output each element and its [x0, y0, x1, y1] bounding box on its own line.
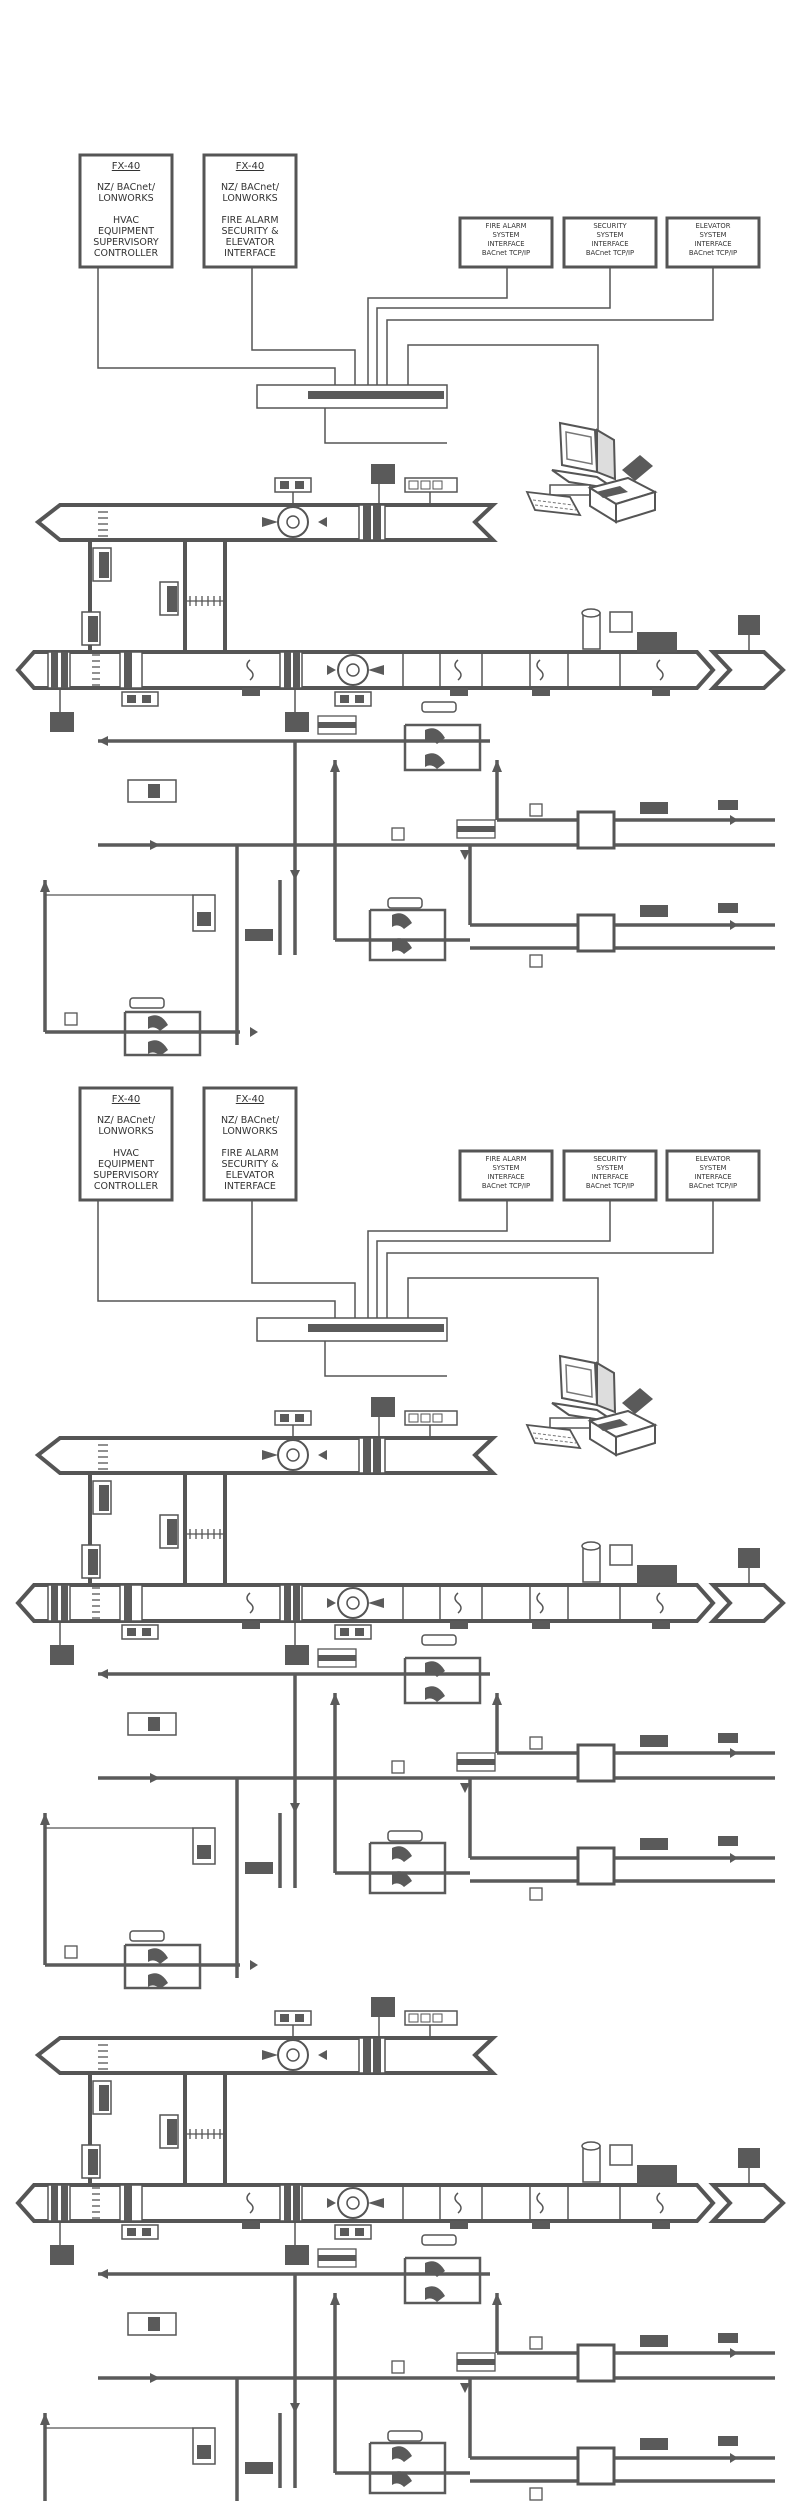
svg-text:BACnet TCP/IP: BACnet TCP/IP: [689, 1182, 737, 1190]
svg-text:INTERFACE: INTERFACE: [224, 1181, 276, 1192]
controller-model: FX-40: [112, 161, 140, 172]
svg-text:NZ/ BACnet/: NZ/ BACnet/: [221, 182, 280, 193]
svg-text:SECURITY &: SECURITY &: [221, 1159, 279, 1170]
fire-alarm-interface-top: FIRE ALARM SYSTEM INTERFACE BACnet TCP/I…: [458, 216, 554, 269]
ahu-block-2: [18, 1397, 783, 1665]
svg-text:LONWORKS: LONWORKS: [98, 193, 153, 204]
svg-text:NZ/ BACnet/: NZ/ BACnet/: [221, 1115, 280, 1126]
controller-model: FX-40: [236, 161, 264, 172]
svg-text:SECURITY &: SECURITY &: [221, 226, 279, 237]
svg-text:FIRE ALARM: FIRE ALARM: [486, 222, 527, 230]
svg-text:EQUIPMENT: EQUIPMENT: [98, 226, 154, 237]
svg-text:INTERFACE: INTERFACE: [487, 240, 524, 248]
svg-text:INTERFACE: INTERFACE: [487, 1173, 524, 1181]
controller-model: FX-40: [112, 1094, 140, 1105]
svg-text:ELEVATOR: ELEVATOR: [226, 1170, 275, 1181]
controller-box-interface-top: FX-40 NZ/ BACnet/ LONWORKS FIRE ALARM SE…: [202, 153, 298, 269]
fire-alarm-interface-middle: FIRE ALARM SYSTEM INTERFACE BACnet TCP/I…: [458, 1149, 554, 1202]
elevator-interface-middle: ELEVATOR SYSTEM INTERFACE BACnet TCP/IP: [665, 1149, 761, 1202]
ahu-block-3: [18, 1997, 783, 2265]
svg-text:INTERFACE: INTERFACE: [591, 1173, 628, 1181]
svg-text:SUPERVISORY: SUPERVISORY: [93, 237, 159, 248]
svg-text:SYSTEM: SYSTEM: [492, 1164, 519, 1172]
svg-text:SYSTEM: SYSTEM: [699, 231, 726, 239]
svg-text:HVAC: HVAC: [113, 1148, 139, 1159]
svg-text:FIRE ALARM: FIRE ALARM: [221, 215, 278, 226]
controller-box-hvac-middle: FX-40 NZ/ BACnet/ LONWORKS HVAC EQUIPMEN…: [78, 1086, 174, 1202]
security-interface-top: SECURITY SYSTEM INTERFACE BACnet TCP/IP: [562, 216, 658, 269]
elevator-interface-top: ELEVATOR SYSTEM INTERFACE BACnet TCP/IP: [665, 216, 761, 269]
svg-text:SECURITY: SECURITY: [593, 1155, 627, 1163]
security-interface-middle: SECURITY SYSTEM INTERFACE BACnet TCP/IP: [562, 1149, 658, 1202]
pipe-block-1: [38, 700, 777, 1058]
svg-text:BACnet TCP/IP: BACnet TCP/IP: [586, 1182, 634, 1190]
svg-text:CONTROLLER: CONTROLLER: [94, 248, 159, 259]
svg-text:SUPERVISORY: SUPERVISORY: [93, 1170, 159, 1181]
svg-text:SYSTEM: SYSTEM: [699, 1164, 726, 1172]
controller-box-interface-middle: FX-40 NZ/ BACnet/ LONWORKS FIRE ALARM SE…: [202, 1086, 298, 1202]
svg-text:INTERFACE: INTERFACE: [224, 248, 276, 259]
svg-text:ELEVATOR: ELEVATOR: [696, 222, 731, 230]
pipe-block-2: [38, 1633, 777, 1991]
controller-box-hvac-top: FX-40 NZ/ BACnet/ LONWORKS HVAC EQUIPMEN…: [78, 153, 174, 269]
svg-text:HVAC: HVAC: [113, 215, 139, 226]
svg-text:NZ/ BACnet/: NZ/ BACnet/: [97, 182, 156, 193]
svg-text:FIRE ALARM: FIRE ALARM: [486, 1155, 527, 1163]
svg-text:LONWORKS: LONWORKS: [98, 1126, 153, 1137]
svg-text:INTERFACE: INTERFACE: [694, 1173, 731, 1181]
svg-text:EQUIPMENT: EQUIPMENT: [98, 1159, 154, 1170]
svg-text:CONTROLLER: CONTROLLER: [94, 1181, 159, 1192]
svg-text:ELEVATOR: ELEVATOR: [696, 1155, 731, 1163]
svg-text:ELEVATOR: ELEVATOR: [226, 237, 275, 248]
svg-text:INTERFACE: INTERFACE: [591, 240, 628, 248]
svg-text:SYSTEM: SYSTEM: [596, 231, 623, 239]
svg-text:LONWORKS: LONWORKS: [222, 193, 277, 204]
svg-text:SYSTEM: SYSTEM: [492, 231, 519, 239]
controller-model: FX-40: [236, 1094, 264, 1105]
svg-text:FIRE ALARM: FIRE ALARM: [221, 1148, 278, 1159]
svg-text:SECURITY: SECURITY: [593, 222, 627, 230]
svg-text:INTERFACE: INTERFACE: [694, 240, 731, 248]
svg-text:NZ/ BACnet/: NZ/ BACnet/: [97, 1115, 156, 1126]
pipe-block-3: [38, 2233, 777, 2505]
svg-text:LONWORKS: LONWORKS: [222, 1126, 277, 1137]
svg-text:BACnet TCP/IP: BACnet TCP/IP: [586, 249, 634, 257]
svg-text:BACnet TCP/IP: BACnet TCP/IP: [482, 249, 530, 257]
ahu-block-1: [18, 464, 783, 732]
svg-text:BACnet TCP/IP: BACnet TCP/IP: [689, 249, 737, 257]
svg-text:BACnet TCP/IP: BACnet TCP/IP: [482, 1182, 530, 1190]
svg-text:SYSTEM: SYSTEM: [596, 1164, 623, 1172]
